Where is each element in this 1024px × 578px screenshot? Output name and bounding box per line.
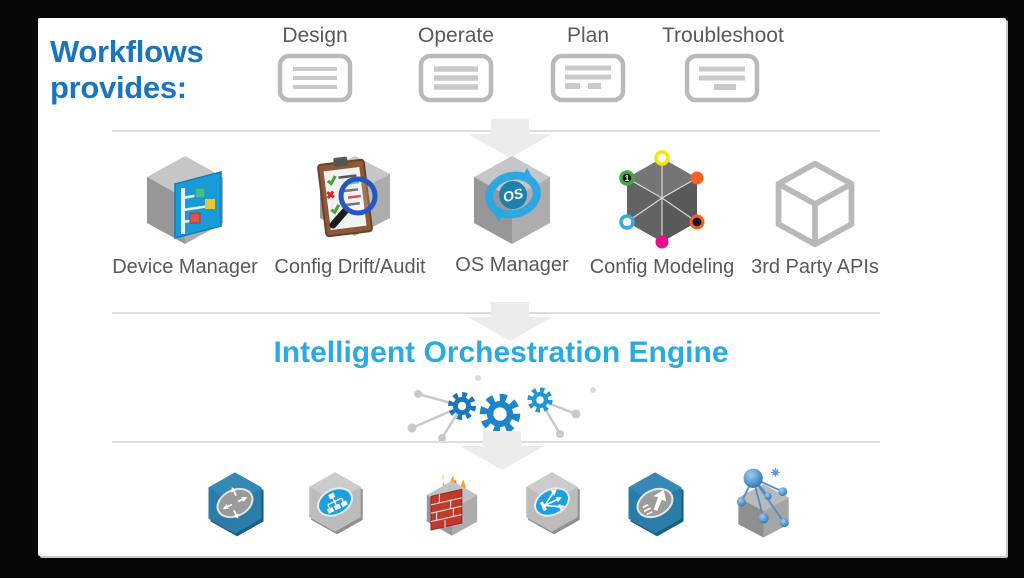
plan-document-icon — [550, 53, 626, 103]
down-arrow-icon — [468, 302, 552, 341]
feature-label: Config Modeling — [589, 256, 735, 278]
device-cluster-icon — [736, 467, 789, 538]
os-refresh-cube-icon: OS — [474, 156, 550, 244]
wan-accelerator-icon — [628, 472, 684, 537]
workflow-item-design: Design — [255, 24, 375, 108]
troubleshoot-document-icon — [684, 53, 760, 103]
down-arrow-icon — [460, 431, 544, 470]
os-badge-text: OS — [501, 185, 525, 206]
device-manager-cube-icon — [147, 156, 223, 244]
feature-label: Config Drift/Audit — [274, 256, 426, 278]
router-icon — [208, 472, 264, 537]
workflow-item-plan: Plan — [528, 24, 648, 108]
modeling-badge-text: 1 — [625, 174, 630, 183]
workflow-label: Troubleshoot — [662, 24, 784, 47]
workflow-label: Plan — [566, 24, 610, 47]
slide-panel: Workflows provides: Design Operate Plan — [38, 18, 1006, 556]
load-balancer-icon — [526, 472, 580, 535]
gears-network-icon — [407, 375, 596, 442]
page-title: Workflows provides: — [50, 34, 204, 106]
switch-icon — [309, 472, 363, 535]
feature-label: Device Manager — [112, 256, 258, 278]
feature-label: 3rd Party APIs — [751, 256, 879, 278]
design-document-icon — [277, 53, 353, 103]
workflow-label: Design — [282, 24, 348, 47]
page-title-line1: Workflows — [50, 34, 204, 69]
operate-document-icon — [418, 53, 494, 103]
page-title-line2: provides: — [50, 70, 187, 105]
config-audit-clipboard-icon — [317, 156, 390, 238]
workflow-item-troubleshoot: Troubleshoot — [662, 24, 784, 108]
workflow-item-operate: Operate — [396, 24, 516, 108]
engine-title: Intelligent Orchestration Engine — [273, 336, 729, 369]
config-modeling-cube-icon: 1 — [619, 150, 705, 249]
workflow-label: Operate — [418, 24, 494, 47]
wireframe-cube-icon — [775, 160, 855, 248]
firewall-icon — [426, 474, 478, 536]
feature-label: OS Manager — [455, 254, 569, 276]
down-arrow-icon — [468, 119, 552, 158]
